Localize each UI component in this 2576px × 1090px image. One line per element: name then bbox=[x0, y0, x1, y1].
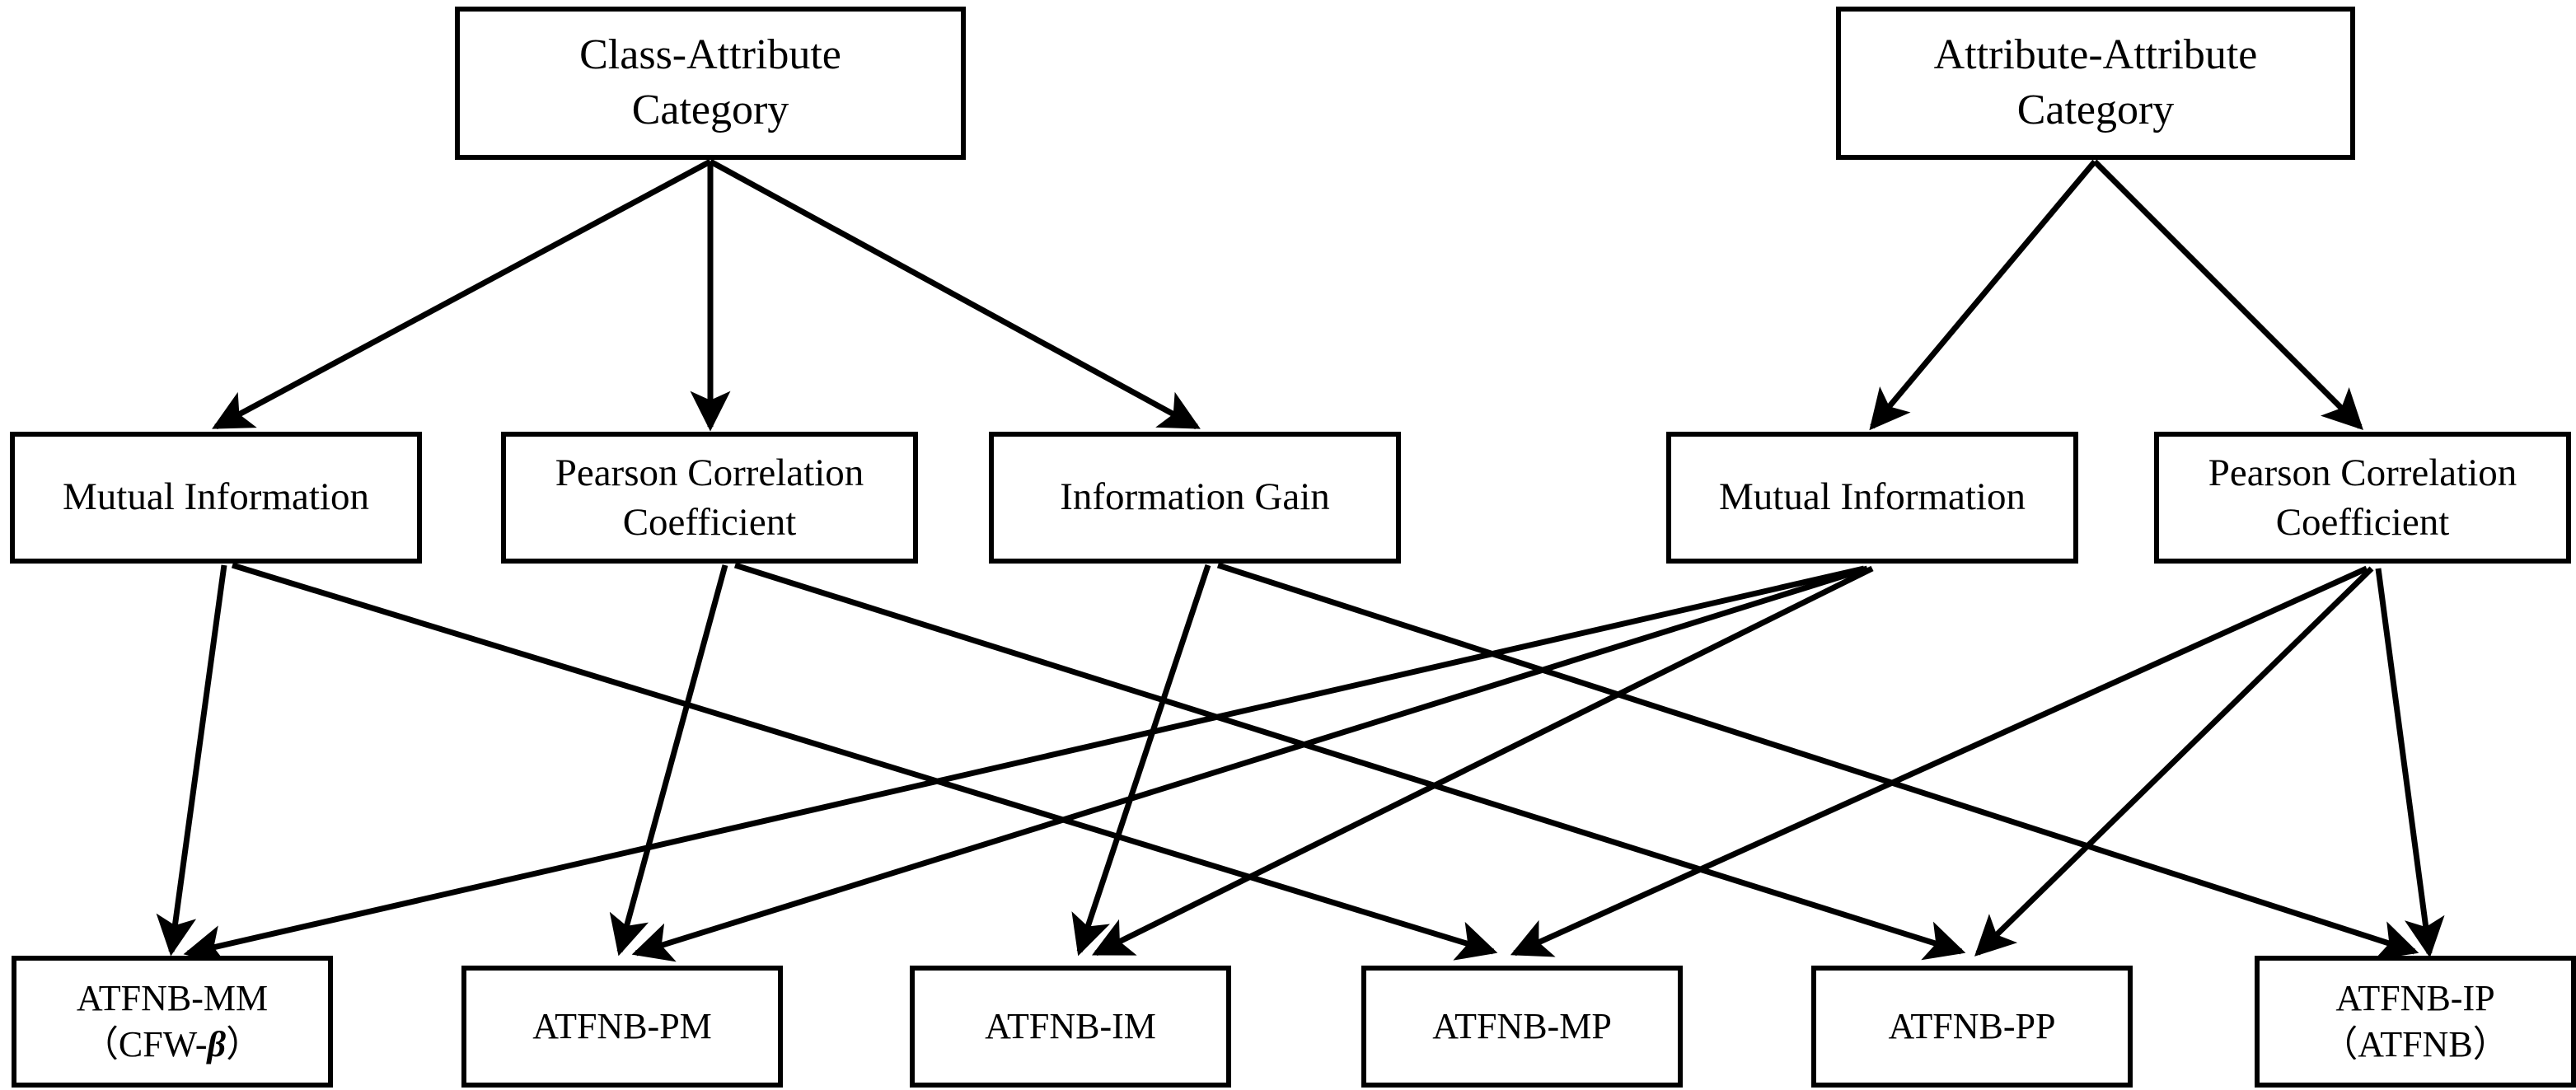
node-label-atfnb-im: ATFNB-IM bbox=[985, 1005, 1156, 1046]
node-aa-pearson-correlation[interactable]: Pearson Correlation Coefficient bbox=[2154, 432, 2571, 564]
edge-e-aa-mi-to-im bbox=[1091, 565, 1874, 957]
edge-e-aa-pcc-to-mp bbox=[1510, 565, 2368, 957]
node-aa-mutual-information[interactable]: Mutual Information bbox=[1666, 432, 2078, 564]
node-label-ca-mutual-information: Mutual Information bbox=[62, 475, 369, 519]
edge-e-aa-pcc-to-ip bbox=[2375, 568, 2445, 958]
edge-e-aac-to-aa-pcc bbox=[2092, 159, 2363, 430]
node-label-ca-information-gain: Information Gain bbox=[1060, 475, 1330, 519]
node-atfnb-im[interactable]: ATFNB-IM bbox=[910, 966, 1231, 1088]
node-ca-information-gain[interactable]: Information Gain bbox=[989, 432, 1401, 564]
node-label-aa-pearson-correlation: Pearson Correlation Coefficient bbox=[2208, 451, 2517, 544]
node-attribute-attribute-category[interactable]: Attribute-Attribute Category bbox=[1836, 7, 2355, 160]
edge-e-aa-mi-to-mm bbox=[183, 565, 1865, 966]
node-atfnb-pp[interactable]: ATFNB-PP bbox=[1811, 966, 2133, 1088]
node-label-attribute-attribute-category: Attribute-Attribute Category bbox=[1933, 31, 2258, 133]
node-atfnb-ip[interactable]: ATFNB-IP （ATFNB） bbox=[2255, 956, 2576, 1088]
node-class-attribute-category[interactable]: Class-Attribute Category bbox=[455, 7, 966, 160]
node-atfnb-mm[interactable]: ATFNB-MM （CFW-β） bbox=[12, 956, 333, 1088]
node-atfnb-mp[interactable]: ATFNB-MP bbox=[1361, 966, 1683, 1088]
edge-e-aac-to-aa-mi bbox=[1869, 159, 2097, 431]
edge-e-ca-ig-to-im bbox=[1071, 564, 1211, 957]
node-label-class-attribute-category: Class-Attribute Category bbox=[579, 31, 841, 133]
edge-e-ca-ig-to-ip bbox=[1216, 562, 2419, 960]
node-ca-pearson-correlation[interactable]: Pearson Correlation Coefficient bbox=[501, 432, 918, 564]
edge-e-ca-pcc-to-pp bbox=[733, 562, 1966, 961]
edge-e-ca-mi-to-mp bbox=[231, 562, 1498, 961]
node-label-atfnb-pp: ATFNB-PP bbox=[1888, 1005, 2056, 1046]
edge-e-aa-pcc-to-pp bbox=[1974, 566, 2374, 957]
beta-symbol: β bbox=[207, 1024, 227, 1064]
edge-e-aa-mi-to-pm bbox=[631, 565, 1869, 962]
edge-e-cac-to-ca-ig bbox=[709, 158, 1201, 430]
edge-e-ca-mi-to-mm bbox=[156, 564, 227, 957]
node-atfnb-pm[interactable]: ATFNB-PM bbox=[461, 966, 783, 1088]
node-label-ca-pearson-correlation: Pearson Correlation Coefficient bbox=[555, 451, 864, 544]
node-label-aa-mutual-information: Mutual Information bbox=[1718, 475, 2026, 519]
node-ca-mutual-information[interactable]: Mutual Information bbox=[10, 432, 422, 564]
node-label-atfnb-mm: ATFNB-MM （CFW-β） bbox=[76, 977, 269, 1064]
node-label-atfnb-pm: ATFNB-PM bbox=[532, 1005, 712, 1046]
node-label-atfnb-mp: ATFNB-MP bbox=[1432, 1005, 1612, 1046]
edge-e-ca-pcc-to-pm bbox=[609, 564, 728, 957]
edge-e-cac-to-ca-mi bbox=[212, 158, 712, 430]
node-label-atfnb-ip: ATFNB-IP （ATFNB） bbox=[2321, 977, 2509, 1064]
